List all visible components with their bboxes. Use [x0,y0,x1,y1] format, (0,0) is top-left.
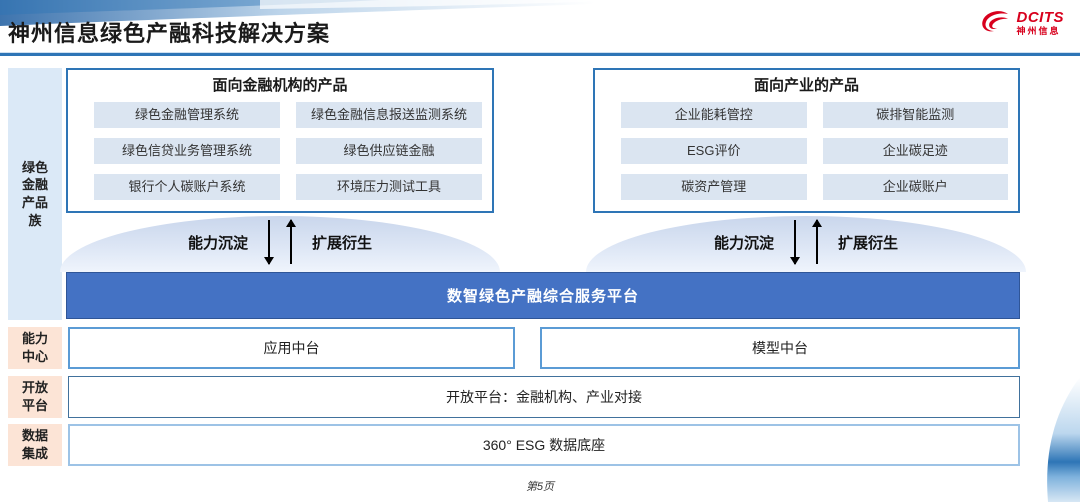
platform-bar: 数智绿色产融综合服务平台 [66,272,1020,319]
rail-label-product-family: 绿色 金融 产品 族 [8,68,62,320]
flow-down-label: 能力沉淀 [187,234,248,252]
finance-products-box: 面向金融机构的产品 绿色金融管理系统 绿色金融信息报送监测系统 绿色信贷业务管理… [66,68,494,213]
flow-up-label: 扩展衍生 [312,234,373,252]
product-chip: ESG评价 [621,138,807,164]
rail-label-open-platform: 开放 平台 [8,376,62,418]
industry-products-box: 面向产业的产品 企业能耗管控 碳排智能监测 ESG评价 企业碳足迹 碳资产管理 … [593,68,1020,213]
product-chip: 绿色金融管理系统 [94,102,280,128]
logo-brand-name: DCITS [1016,9,1064,26]
corner-swoosh-decoration [1047,377,1080,502]
flow-group-left: 能力沉淀 扩展衍生 [60,214,500,270]
application-middle-platform-box: 应用中台 [68,327,515,369]
finance-products-title: 面向金融机构的产品 [212,77,348,94]
flow-down-label: 能力沉淀 [713,234,774,252]
logo-brand-subname: 神州信息 [1016,26,1061,36]
product-chip: 环境压力测试工具 [296,174,482,200]
rail-label-data-integration: 数据 集成 [8,424,62,466]
arrow-down-icon [264,220,274,265]
flow-up-label: 扩展衍生 [838,234,899,252]
arrow-down-icon [790,220,800,265]
product-chip: 绿色金融信息报送监测系统 [296,102,482,128]
product-chip: 绿色供应链金融 [296,138,482,164]
rail-label-capability-center: 能力 中心 [8,327,62,369]
arrow-up-icon [286,219,296,264]
product-chip: 银行个人碳账户系统 [94,174,280,200]
page-title: 神州信息绿色产融科技解决方案 [8,21,331,46]
company-logo: DCITS 神州信息 [978,10,1065,36]
product-chip: 绿色信贷业务管理系统 [94,138,280,164]
product-chip: 企业碳账户 [822,174,1008,200]
industry-products-title: 面向产业的产品 [753,77,859,94]
arrow-up-icon [812,219,822,264]
logo-text: DCITS 神州信息 [1017,10,1065,36]
open-platform-box: 开放平台：金融机构、产业对接 [68,376,1020,418]
page-number: 第5页 [525,481,555,493]
industry-products-grid: 企业能耗管控 碳排智能监测 ESG评价 企业碳足迹 碳资产管理 企业碳账户 [595,100,1018,200]
dcits-swoosh-icon [981,11,1008,32]
header-swoosh-decoration [0,0,700,26]
header-divider [0,52,1080,56]
product-chip: 企业能耗管控 [621,102,807,128]
product-chip: 碳资产管理 [621,174,807,200]
esg-data-base-box: 360° ESG 数据底座 [68,424,1020,466]
product-chip: 碳排智能监测 [822,102,1008,128]
product-chip: 企业碳足迹 [822,138,1008,164]
model-middle-platform-box: 模型中台 [540,327,1020,369]
flow-group-right: 能力沉淀 扩展衍生 [586,214,1026,270]
finance-products-grid: 绿色金融管理系统 绿色金融信息报送监测系统 绿色信贷业务管理系统 绿色供应链金融… [68,100,492,200]
